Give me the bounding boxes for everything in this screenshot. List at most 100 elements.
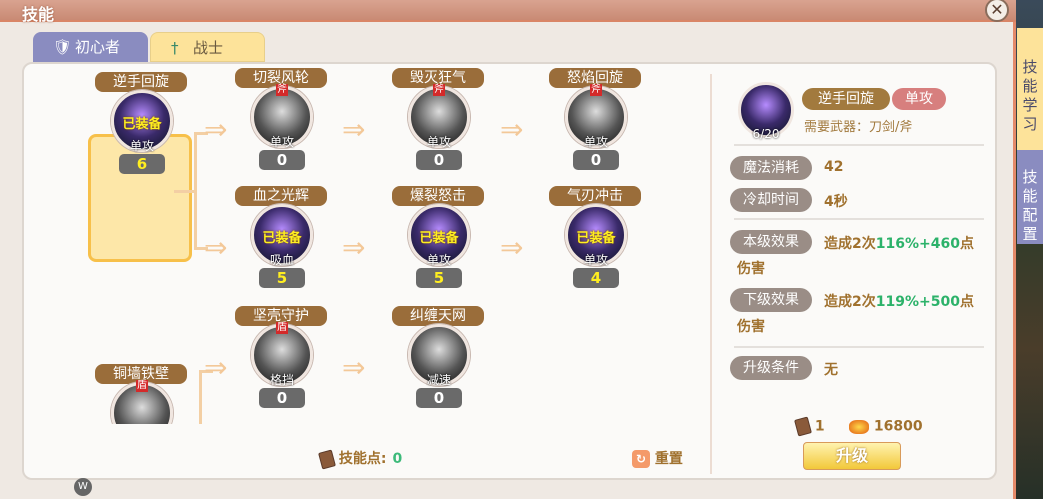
skill-level: 0	[416, 388, 462, 408]
skill-level: 6	[119, 154, 165, 174]
upgrade-cost: 1 16800	[794, 416, 923, 437]
separator	[734, 346, 984, 348]
arrow-icon: ⇒	[342, 113, 366, 146]
detail-skill-name: 逆手回旋	[802, 88, 890, 110]
skill-icon: 已装备单攻	[565, 204, 627, 267]
equipped-label: 已装备	[262, 231, 302, 246]
current-effect-label: 本级效果	[730, 230, 812, 254]
reset-button[interactable]: ↻ 重置	[632, 448, 683, 468]
equipped-label: 已装备	[419, 231, 459, 246]
effect-text: 点	[959, 236, 974, 252]
skill-name: 切裂风轮	[235, 68, 327, 88]
divider	[710, 74, 712, 474]
next-effect-line2: 伤害	[737, 319, 765, 335]
close-button[interactable]: ✕	[985, 0, 1009, 22]
skill-points: 技能点: 0	[318, 448, 403, 470]
arrow-icon: ⇒	[500, 231, 524, 264]
equipped-label: 已装备	[122, 117, 162, 132]
branch-connector	[174, 190, 196, 193]
skill-type: 单攻	[426, 135, 451, 149]
side-tab-skill-config[interactable]: 技能配置	[1017, 150, 1043, 244]
skill-icon: 盾格挡	[251, 322, 313, 387]
cooldown-label: 冷却时间	[730, 188, 812, 212]
skill-points-value: 0	[392, 451, 403, 467]
required-weapon: 需要武器：刀剑/斧	[804, 120, 913, 135]
equipped-label: 已装备	[576, 231, 616, 246]
skill-level: 5	[416, 268, 462, 288]
mp-cost-value: 42	[824, 159, 844, 175]
skill-icon: 减速	[408, 324, 470, 387]
tab-label: 战士	[193, 39, 224, 57]
reset-label: 重置	[654, 451, 683, 467]
skill-icon: 斧单攻	[251, 84, 313, 149]
arrow-icon: ⇒	[342, 351, 366, 384]
cost-points: 1	[814, 418, 825, 435]
arrow-icon: ⇒	[204, 351, 228, 384]
skill-icon: 已装备吸血	[251, 204, 313, 267]
tab-beginner[interactable]: 🛡初心者	[33, 32, 148, 62]
weapon-badge: 盾	[136, 380, 148, 392]
detail-skill-type: 单攻	[892, 88, 946, 110]
effect-text: 造成2次	[824, 294, 876, 310]
skill-points-label: 技能点:	[338, 451, 387, 467]
skill-icon: 斧单攻	[565, 84, 627, 149]
selected-skill-icon: 6/20	[738, 82, 794, 141]
shield-icon: 🛡	[53, 38, 73, 56]
tab-warrior[interactable]: †战士	[150, 32, 265, 62]
cost-gold: 16800	[873, 418, 923, 435]
skill-level: 0	[416, 150, 462, 170]
gold-icon	[849, 419, 869, 434]
skill-name: 逆手回旋	[95, 72, 187, 92]
weapon-badge: 斧	[590, 84, 602, 96]
skill-level: 0	[259, 388, 305, 408]
skill-type: 单攻	[129, 139, 154, 153]
effect-highlight: 116%+460	[875, 236, 960, 252]
skill-icon: 已装备单攻	[408, 204, 470, 267]
arrow-icon: ⇒	[342, 231, 366, 264]
skill-name: 爆裂怒击	[392, 186, 484, 206]
skill-level: 0	[259, 150, 305, 170]
cooldown-value: 4秒	[824, 194, 848, 210]
skill-level: 5	[259, 268, 305, 288]
arrow-icon: ⇒	[204, 231, 228, 264]
weapon-badge: 盾	[276, 322, 288, 334]
skill-type: 减速	[426, 373, 451, 387]
window-title: 技能	[22, 5, 55, 24]
skill-icon: 斧单攻	[408, 84, 470, 149]
separator	[734, 218, 984, 220]
reset-icon: ↻	[632, 450, 650, 468]
skill-icon: 已装备单攻	[111, 90, 173, 153]
skill-name: 怒焰回旋	[549, 68, 641, 88]
next-effect-value: 造成2次119%+500点	[824, 291, 974, 311]
skill-node[interactable]: 铜墙铁壁盾	[86, 364, 196, 424]
separator	[734, 144, 984, 146]
tab-label: 初心者	[75, 38, 121, 56]
branch-connector	[199, 370, 213, 424]
weapon-badge: 斧	[276, 84, 288, 96]
upgrade-button[interactable]: 升级	[803, 442, 901, 470]
skill-name: 气刃冲击	[549, 186, 641, 206]
current-effect-value: 造成2次116%+460点	[824, 233, 974, 253]
skill-type: 单攻	[426, 253, 451, 267]
current-effect-line2: 伤害	[737, 261, 765, 277]
skill-name: 坚壳守护	[235, 306, 327, 326]
skill-name: 铜墙铁壁	[95, 364, 187, 384]
title-bar: 技能	[0, 0, 1016, 24]
weapon-badge: 斧	[433, 84, 445, 96]
arrow-icon: ⇒	[500, 113, 524, 146]
w-button[interactable]: W	[74, 478, 92, 496]
next-effect-label: 下级效果	[730, 288, 812, 312]
skill-type: 单攻	[269, 135, 294, 149]
side-tab-skill-learn[interactable]: 技能学习	[1017, 28, 1043, 150]
